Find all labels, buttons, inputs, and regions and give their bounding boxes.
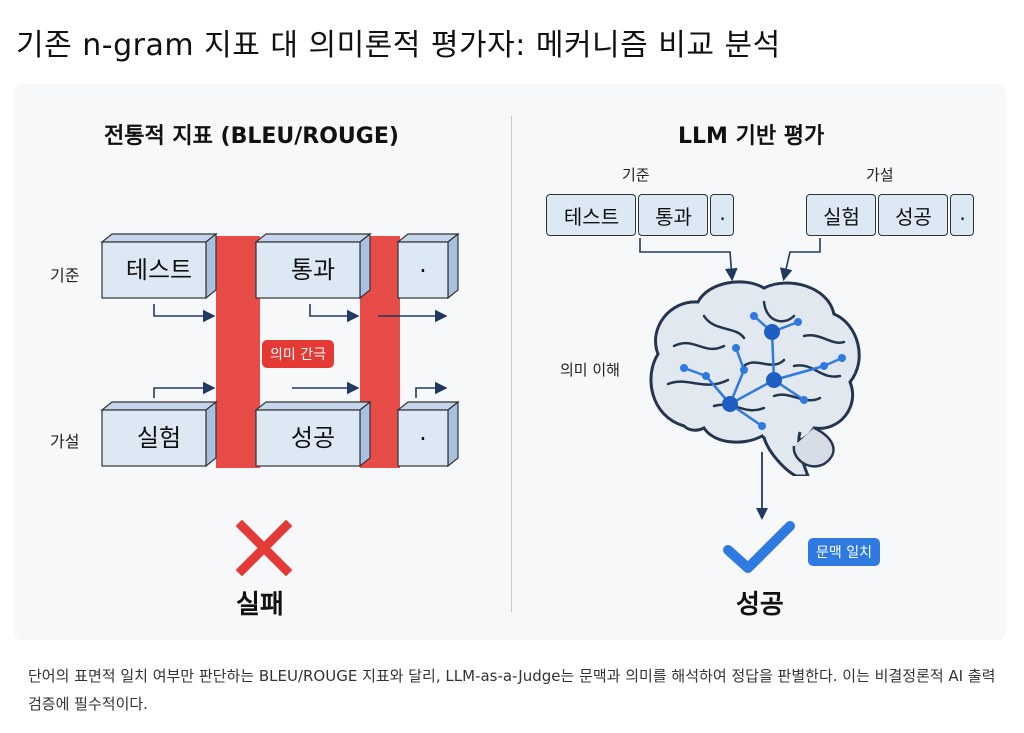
check-icon xyxy=(723,521,795,573)
brain-label: 의미 이해 xyxy=(560,361,620,379)
left-reference-token-box-3 xyxy=(396,232,460,300)
right-reference-token-box-1 xyxy=(546,194,636,236)
panel-divider xyxy=(511,116,512,612)
left-hypothesis-token-box-1 xyxy=(100,400,218,468)
left-hypothesis-label: 가설 xyxy=(50,432,80,451)
right-reference-token-2: 통과 xyxy=(655,205,692,229)
right-hypothesis-token-box-1 xyxy=(806,194,876,236)
page-title: 기존 n-gram 지표 대 의미론적 평가자: 메커니즘 비교 분석 xyxy=(16,28,781,63)
left-heading: 전통적 지표 (BLEU/ROUGE) xyxy=(104,124,399,149)
right-hypothesis-label: 가설 xyxy=(866,166,894,184)
left-reference-token-box-1 xyxy=(100,232,218,300)
arrow-icon xyxy=(639,238,821,282)
arrow-icon xyxy=(756,452,768,520)
left-reference-token-1: 테스트 xyxy=(125,256,193,284)
right-result: 성공 xyxy=(736,590,784,620)
arrow-icon xyxy=(415,381,448,398)
left-hypothesis-token-box-2 xyxy=(254,400,372,468)
right-reference-token-box-3 xyxy=(710,194,734,236)
left-reference-token-3: . xyxy=(419,250,427,278)
cross-icon xyxy=(236,520,292,576)
arrow-icon xyxy=(153,381,216,398)
right-hypothesis-token-1: 실험 xyxy=(823,205,860,229)
right-hypothesis-token-box-2 xyxy=(878,194,948,236)
right-reference-token-3: . xyxy=(719,201,726,225)
left-hypothesis-token-1: 실험 xyxy=(136,424,182,452)
figure-caption: 단어의 표면적 일치 여부만 판단하는 BLEU/ROUGE 지표와 달리, L… xyxy=(28,667,996,713)
left-reference-token-2: 통과 xyxy=(290,256,336,284)
right-reference-label: 기준 xyxy=(622,166,650,184)
context-match-badge: 문맥 일치 xyxy=(808,538,880,566)
left-result: 실패 xyxy=(236,590,284,620)
semantic-gap-band-1 xyxy=(216,236,260,468)
semantic-gap-badge: 의미 간극 xyxy=(262,340,334,368)
arrow-icon xyxy=(309,304,360,323)
left-hypothesis-token-2: 성공 xyxy=(290,424,336,452)
left-hypothesis-token-box-3 xyxy=(396,400,460,468)
left-token-boxes xyxy=(100,232,460,468)
brain-icon xyxy=(649,280,861,476)
left-hypothesis-token-3: . xyxy=(419,418,427,446)
right-reference-token-1: 테스트 xyxy=(563,205,620,229)
right-hypothesis-token-3: . xyxy=(959,201,966,225)
right-reference-token-box-2 xyxy=(638,194,708,236)
right-hypothesis-token-box-3 xyxy=(950,194,974,236)
arrow-icon xyxy=(153,304,216,323)
right-heading: LLM 기반 평가 xyxy=(678,124,825,149)
left-reference-label: 기준 xyxy=(50,266,80,285)
left-reference-token-box-2 xyxy=(254,232,372,300)
right-hypothesis-token-2: 성공 xyxy=(895,205,932,229)
